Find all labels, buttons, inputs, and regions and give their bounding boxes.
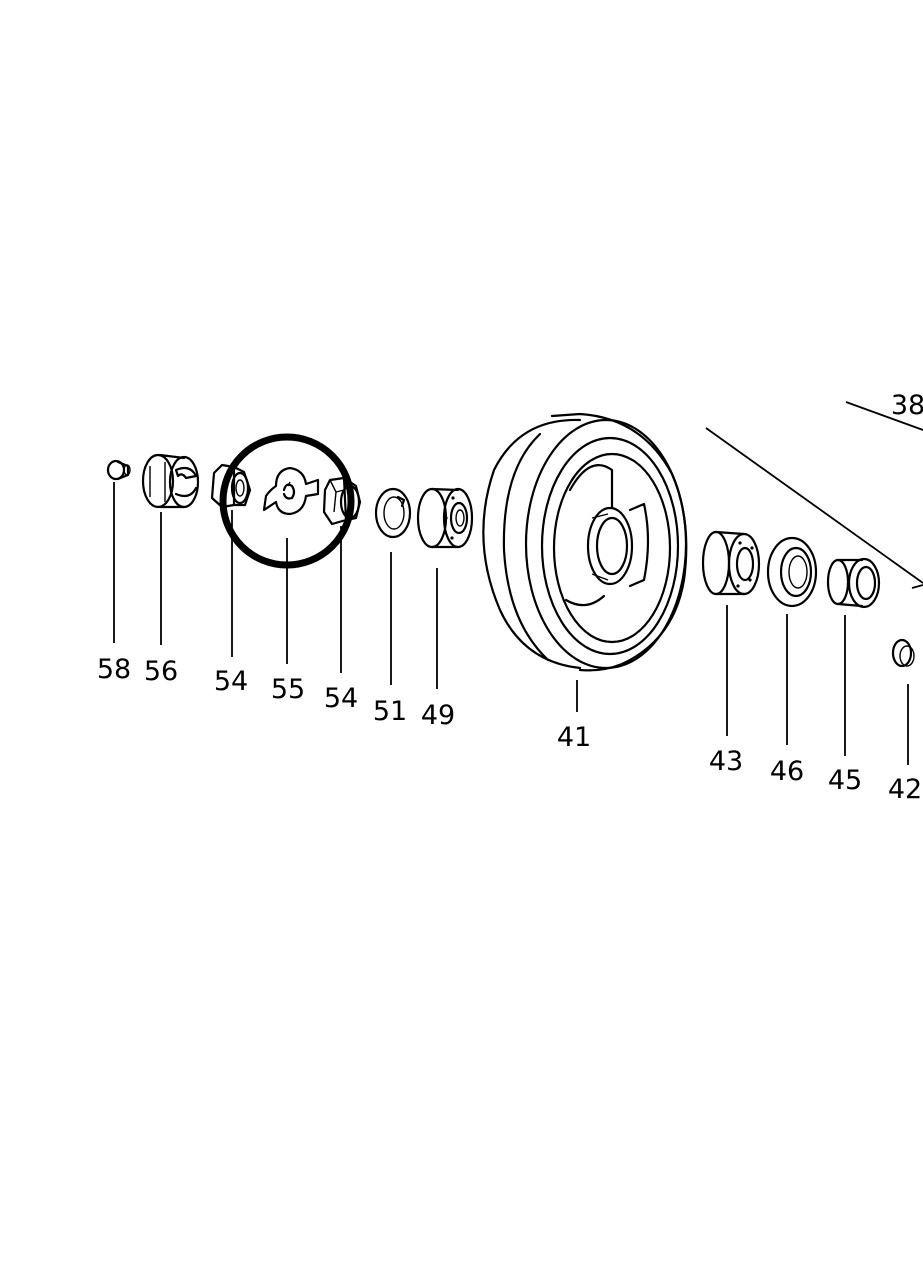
callout-55: 55 [271,674,305,705]
leader-lines [113,482,909,765]
part-54-hex-nut-left [210,463,252,509]
callout-43: 43 [709,746,743,777]
callout-42: 42 [888,774,922,805]
part-41-brake-drum [482,412,688,672]
callout-41: 41 [557,722,591,753]
callout-51: 51 [373,696,407,727]
axis-line-top [845,401,923,431]
part-49-outer-bearing [416,487,474,549]
callout-45: 45 [828,765,862,796]
axis-line-short [911,584,923,589]
part-46-grease-seal [766,536,818,608]
axis-line-diagonal [705,427,923,584]
callout-54-left: 54 [214,666,248,697]
part-55-lock-washer [262,466,320,516]
part-43-inner-bearing [701,530,761,596]
callout-46: 46 [770,756,804,787]
callout-58: 58 [97,654,131,685]
part-54-hex-nut-right [322,476,362,526]
callout-54-right: 54 [324,683,358,714]
callout-top-cut: 38 [891,390,923,421]
part-42-cap [891,638,915,668]
callout-49: 49 [421,700,455,731]
part-56-castle-cap [141,453,200,509]
callout-56: 56 [144,656,178,687]
part-45-spacer-sleeve [826,557,881,609]
part-58-cap [106,459,131,481]
part-51-thrust-washer [374,487,412,539]
